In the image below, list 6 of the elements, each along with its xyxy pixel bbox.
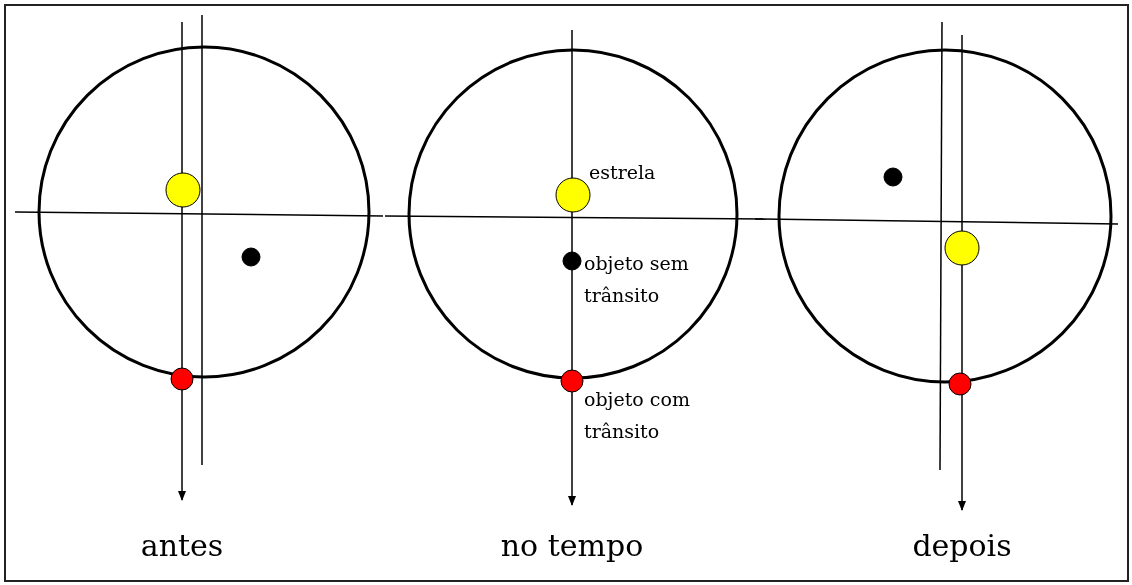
panel-caption: no tempo — [500, 530, 644, 562]
object-label: objeto sem trânsito — [584, 251, 690, 308]
panel-caption: depois — [912, 530, 1012, 562]
panel-caption: antes — [140, 530, 224, 562]
object-label: objeto com trânsito — [584, 387, 691, 444]
star-label: estrela — [589, 160, 657, 185]
